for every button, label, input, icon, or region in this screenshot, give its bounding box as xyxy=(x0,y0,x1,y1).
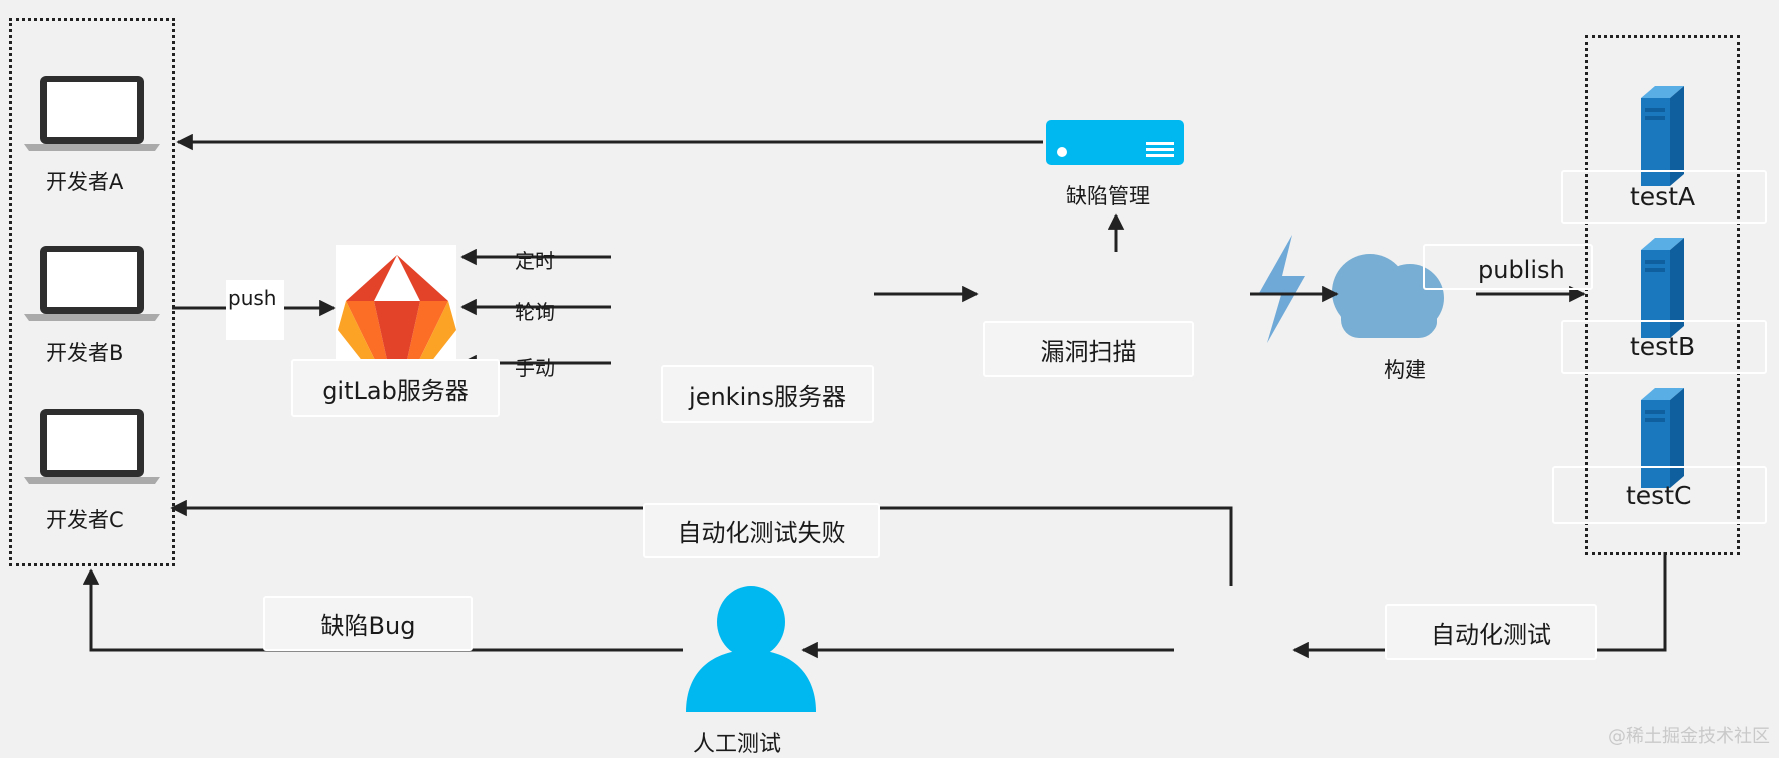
developer-b-label: 开发者B xyxy=(46,341,124,365)
developer-group-box xyxy=(9,18,175,566)
server-b-label: testB xyxy=(1630,332,1696,361)
publish-label: publish xyxy=(1478,256,1565,284)
trigger-poll-label: 轮询 xyxy=(515,300,555,324)
watermark: @稀土掘金技术社区 xyxy=(1608,726,1770,747)
auto-test-label: 自动化测试 xyxy=(1385,604,1597,660)
laptop-icon-c xyxy=(24,409,160,484)
build-label: 构建 xyxy=(1384,358,1426,382)
defect-management-label: 缺陷管理 xyxy=(1066,184,1150,208)
push-label: push xyxy=(228,286,277,310)
manual-test-label: 人工测试 xyxy=(693,732,782,757)
ghost-box-publish xyxy=(1423,244,1593,290)
cloud-icon xyxy=(1332,254,1444,338)
laptop-icon-b xyxy=(24,246,160,321)
person-icon xyxy=(686,586,816,712)
gitlab-server-label: gitLab服务器 xyxy=(291,359,500,417)
jenkins-server-label: jenkins服务器 xyxy=(661,365,874,423)
lightning-icon xyxy=(1258,235,1305,343)
push-label-bg xyxy=(226,280,284,340)
ghost-box-testc xyxy=(1552,466,1767,524)
ghost-box-testa xyxy=(1561,170,1767,224)
server-a-label: testA xyxy=(1630,182,1696,211)
developer-a-label: 开发者A xyxy=(46,170,124,194)
auto-test-failed-label: 自动化测试失败 xyxy=(643,503,880,558)
server-c-label: testC xyxy=(1626,481,1692,510)
defect-server-icon xyxy=(1046,120,1184,165)
laptop-icon-a xyxy=(24,76,160,151)
tower-server-icon-b xyxy=(1641,238,1684,338)
trigger-manual-label: 手动 xyxy=(515,356,555,380)
arrow-auto-fail xyxy=(170,499,1233,586)
ghost-box-testb xyxy=(1561,320,1767,374)
test-server-group-box xyxy=(1585,35,1740,555)
tower-server-icon-c xyxy=(1641,388,1684,488)
arrow-bug-to-dev xyxy=(82,568,683,652)
defect-bug-label: 缺陷Bug xyxy=(263,596,473,651)
vulnerability-scan-label: 漏洞扫描 xyxy=(983,321,1194,377)
developer-c-label: 开发者C xyxy=(46,508,124,532)
trigger-scheduled-label: 定时 xyxy=(515,249,555,273)
